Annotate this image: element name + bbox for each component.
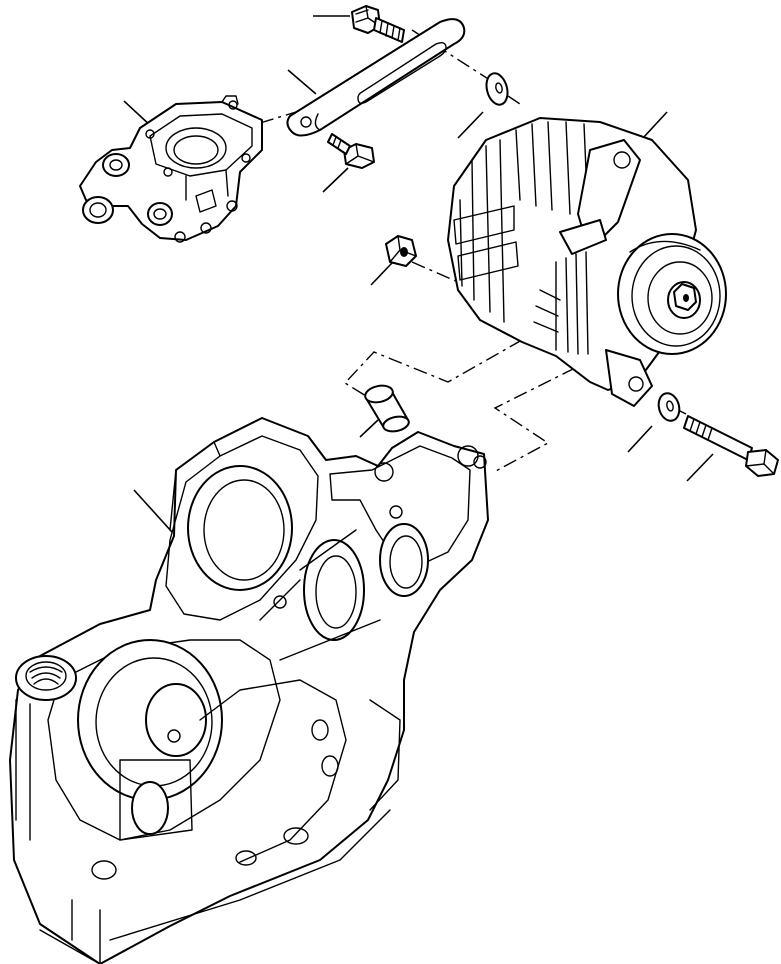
water-inlet-housing (79, 95, 263, 243)
washer-lower (657, 392, 681, 422)
alternator (447, 117, 727, 407)
bracket-bolt (327, 133, 375, 169)
leader-washer-top (457, 111, 484, 139)
long-bolt (683, 415, 779, 477)
nut (385, 235, 417, 267)
leader-lines (123, 15, 714, 533)
leader-long-bolt (686, 453, 714, 482)
front-gear-case (9, 417, 489, 964)
leader-bracket (287, 69, 317, 95)
washer-top (485, 72, 509, 106)
adjusting-bracket (286, 18, 466, 137)
leader-gear-case (133, 489, 173, 533)
spacer-collar (364, 384, 410, 433)
bolt-top (351, 5, 405, 43)
leader-bracket-bolt (322, 167, 349, 193)
leader-spacer (359, 419, 379, 438)
leader-alternator (642, 111, 668, 139)
leader-washer-lower (627, 425, 653, 453)
leader-nut (370, 262, 393, 286)
